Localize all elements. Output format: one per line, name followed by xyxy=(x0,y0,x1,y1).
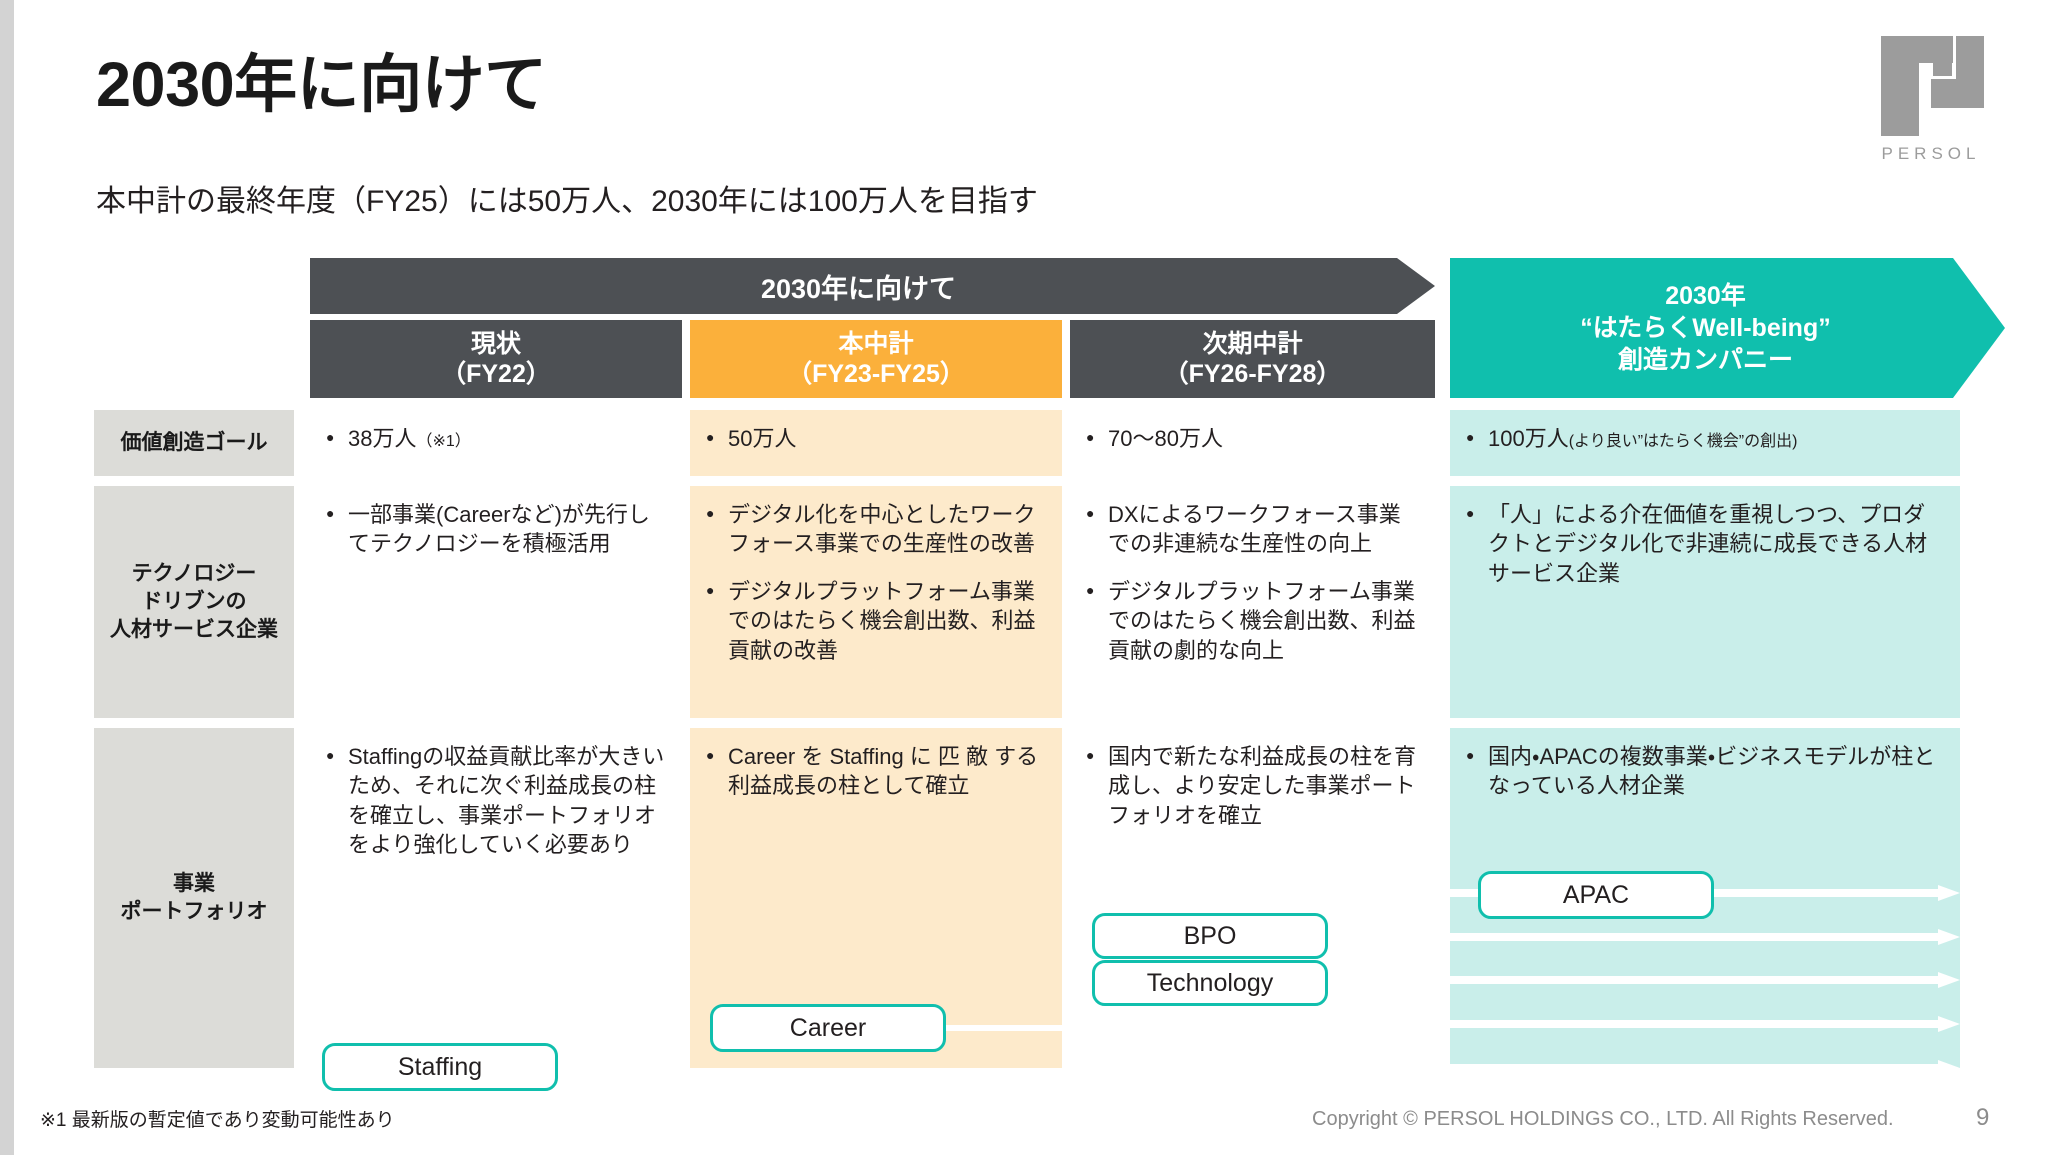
cell-text: 国内で新たな利益成長の柱を育成し、より安定した事業ポートフォリオを確立 xyxy=(1108,744,1417,828)
left-edge-accent-bar xyxy=(0,0,14,1155)
career-connector-line xyxy=(944,1025,1064,1031)
persol-logo: PERSOL xyxy=(1856,36,2006,176)
business-pill-technology[interactable]: Technology xyxy=(1092,960,1328,1006)
list-item: デジタル化を中心としたワークフォース事業での生産性の改善 xyxy=(706,500,1046,559)
column-header-mtp-line2: （FY23-FY25） xyxy=(787,360,965,388)
vision-line1: 2030年 xyxy=(1665,282,1746,310)
cell-tech-future: 「人」による介在価値を重視しつつ、プロダクトとデジタル化で非連続に成長できる人材… xyxy=(1450,486,1960,718)
row-label-value-creation-goal: 価値創造ゴール xyxy=(94,410,294,476)
business-pill-staffing-label: Staffing xyxy=(397,1052,483,1081)
business-pill-apac[interactable]: APAC xyxy=(1478,871,1714,919)
page-title: 2030年に向けて xyxy=(96,50,547,120)
list-item: 国内で新たな利益成長の柱を育成し、より安定した事業ポートフォリオを確立 xyxy=(1086,742,1419,830)
growth-arrow-2 xyxy=(1450,929,1960,945)
row-label-business-portfolio-line2: ポートフォリオ xyxy=(120,900,268,923)
persol-logo-wordmark: PERSOL xyxy=(1881,144,1981,163)
column-header-next-mtp: 次期中計 （FY26-FY28） xyxy=(1070,320,1435,398)
list-item: 70〜80万人 xyxy=(1086,424,1419,453)
row-label-business-portfolio: 事業 ポートフォリオ xyxy=(94,728,294,1068)
page-subtitle: 本中計の最終年度（FY25）には50万人、2030年には100万人を目指す xyxy=(96,185,1038,218)
cell-value-goal-mtp: 50万人 xyxy=(690,410,1062,476)
cell-text: 一部事業(Careerなど)が先行してテクノロジーを積極活用 xyxy=(348,502,650,557)
cell-text: 38万人 xyxy=(348,426,417,451)
business-pill-staffing[interactable]: Staffing xyxy=(322,1043,558,1091)
column-header-2030-vision: 2030年 “はたらくWell-being” 創造カンパニー xyxy=(1450,258,2005,398)
business-pill-bpo[interactable]: BPO xyxy=(1092,913,1328,959)
column-header-current-line2: （FY22） xyxy=(441,360,551,388)
list-item: デジタルプラットフォーム事業でのはたらく機会創出数、利益貢献の改善 xyxy=(706,577,1046,665)
list-item: 国内・APACの複数事業・ビジネスモデルが柱となっている人材企業 xyxy=(1466,742,1944,801)
list-item: Career を Staffing に 匹 敵 する利益成長の柱として確立 xyxy=(706,742,1046,801)
growth-arrow-3 xyxy=(1450,972,1960,988)
cell-note: (より良い”はたらく機会”の創出) xyxy=(1568,433,1798,450)
column-header-next-mtp-line2: （FY26-FY28） xyxy=(1163,360,1342,388)
cell-value-goal-future: 100万人(より良い”はたらく機会”の創出) xyxy=(1450,410,1960,476)
business-pill-technology-label: Technology xyxy=(1146,968,1274,997)
business-pill-apac-label: APAC xyxy=(1562,880,1630,909)
row-label-technology-driven-line3: 人材サービス企業 xyxy=(110,617,278,641)
cell-text: 国内・APACの複数事業・ビジネスモデルが柱となっている人材企業 xyxy=(1488,744,1936,799)
list-item: 38万人（※1） xyxy=(326,424,666,453)
cell-tech-mtp: デジタル化を中心としたワークフォース事業での生産性の改善 デジタルプラットフォー… xyxy=(690,486,1062,718)
copyright-notice: Copyright © PERSOL HOLDINGS CO., LTD. Al… xyxy=(1312,1108,1894,1130)
column-header-next-mtp-line1: 次期中計 xyxy=(1202,329,1303,358)
growth-arrow-5 xyxy=(1450,1060,1960,1076)
list-item: デジタルプラットフォーム事業でのはたらく機会創出数、利益貢献の劇的な向上 xyxy=(1086,577,1419,665)
column-header-mtp-line1: 本中計 xyxy=(838,329,914,358)
cell-text: デジタル化を中心としたワークフォース事業での生産性の改善 xyxy=(728,502,1036,557)
column-header-mtp: 本中計 （FY23-FY25） xyxy=(690,320,1062,398)
list-item: 100万人(より良い”はたらく機会”の創出) xyxy=(1466,424,1944,453)
footnote: ※1 最新版の暫定値であり変動可能性あり xyxy=(40,1110,395,1131)
column-header-current: 現状 （FY22） xyxy=(310,320,682,398)
list-item: 一部事業(Careerなど)が先行してテクノロジーを積極活用 xyxy=(326,500,666,559)
row-label-business-portfolio-line1: 事業 xyxy=(173,872,215,896)
cell-note: （※1） xyxy=(416,433,471,450)
row-label-technology-driven-line1: テクノロジー xyxy=(131,562,257,586)
cell-tech-next-mtp: DXによるワークフォース事業での非連続な生産性の向上 デジタルプラットフォーム事… xyxy=(1070,486,1435,718)
cell-text: Career を Staffing に 匹 敵 する利益成長の柱として確立 xyxy=(728,744,1039,799)
cell-value-goal-next-mtp: 70〜80万人 xyxy=(1070,410,1435,476)
persol-logomark-icon xyxy=(1873,36,1989,136)
cell-portfolio-current: Staffingの収益貢献比率が大きいため、それに次ぐ利益成長の柱を確立し、事業… xyxy=(310,728,682,1068)
vision-line2: “はたらくWell-being” xyxy=(1580,314,1831,342)
cell-value-goal-current: 38万人（※1） xyxy=(310,410,682,476)
list-item: DXによるワークフォース事業での非連続な生産性の向上 xyxy=(1086,500,1419,559)
page-number: 9 xyxy=(1976,1104,1990,1131)
business-pill-career-label: Career xyxy=(789,1013,867,1042)
row-label-technology-driven-line2: ドリブンの xyxy=(141,590,247,614)
timeline-banner: 2030年に向けて xyxy=(310,258,1435,314)
cell-portfolio-next-mtp: 国内で新たな利益成長の柱を育成し、より安定した事業ポートフォリオを確立 xyxy=(1070,728,1435,1068)
list-item: 50万人 xyxy=(706,424,1046,453)
row-label-technology-driven: テクノロジー ドリブンの 人材サービス企業 xyxy=(94,486,294,718)
list-item: 「人」による介在価値を重視しつつ、プロダクトとデジタル化で非連続に成長できる人材… xyxy=(1466,500,1944,588)
row-label-value-creation-goal-text: 価値創造ゴール xyxy=(120,431,268,455)
column-header-current-line1: 現状 xyxy=(470,329,521,358)
business-pill-bpo-label: BPO xyxy=(1183,921,1237,950)
cell-text: 100万人 xyxy=(1488,426,1569,451)
cell-text: デジタルプラットフォーム事業でのはたらく機会創出数、利益貢献の改善 xyxy=(728,578,1036,663)
cell-text: Staffingの収益貢献比率が大きいため、それに次ぐ利益成長の柱を確立し、事業… xyxy=(348,744,665,858)
timeline-banner-label: 2030年に向けて xyxy=(760,273,957,304)
cell-text: デジタルプラットフォーム事業でのはたらく機会創出数、利益貢献の劇的な向上 xyxy=(1108,578,1416,663)
business-pill-career[interactable]: Career xyxy=(710,1004,946,1052)
cell-text: 50万人 xyxy=(728,426,797,451)
cell-text: 70〜80万人 xyxy=(1108,426,1223,451)
vision-line3: 創造カンパニー xyxy=(1617,346,1793,374)
cell-tech-current: 一部事業(Careerなど)が先行してテクノロジーを積極活用 xyxy=(310,486,682,718)
list-item: Staffingの収益貢献比率が大きいため、それに次ぐ利益成長の柱を確立し、事業… xyxy=(326,742,666,860)
cell-text: DXによるワークフォース事業での非連続な生産性の向上 xyxy=(1108,502,1401,557)
cell-text: 「人」による介在価値を重視しつつ、プロダクトとデジタル化で非連続に成長できる人材… xyxy=(1488,502,1928,586)
growth-arrow-4 xyxy=(1450,1016,1960,1032)
